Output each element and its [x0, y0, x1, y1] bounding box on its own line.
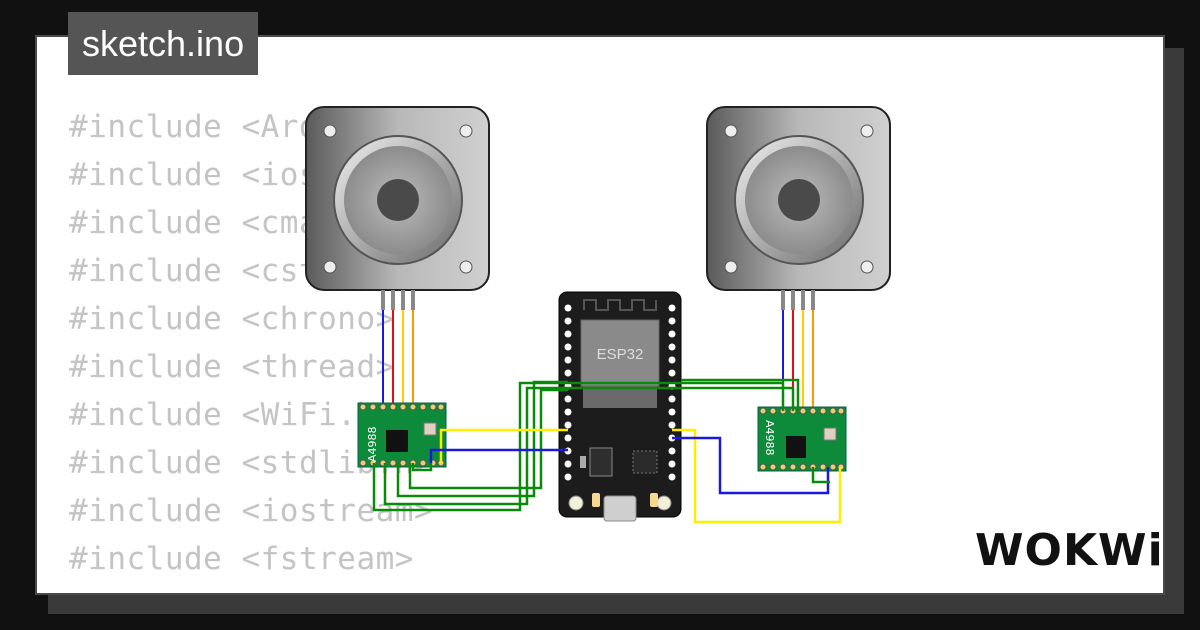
wokwi-logo: WOKWi — [975, 525, 1164, 576]
esp32-right-pins — [668, 304, 676, 481]
stepper-motor-left[interactable] — [305, 106, 490, 310]
stepper-motor-right[interactable] — [706, 106, 891, 310]
esp32-left-pins — [564, 304, 572, 481]
file-tab[interactable]: sketch.ino — [68, 12, 259, 75]
code-line: #include <sstream> — [69, 583, 452, 593]
signal-wires — [372, 378, 842, 524]
driver-left-label: A4988 — [366, 426, 379, 462]
motor-wires — [382, 310, 814, 407]
code-line: #include <thread> — [69, 349, 395, 385]
esp32-label: ESP32 — [597, 346, 644, 363]
driver-right-label: A4988 — [763, 420, 776, 456]
esp32-board[interactable]: ESP32 — [558, 291, 682, 522]
a4988-driver-right[interactable]: A4988 — [757, 406, 847, 472]
code-line: #include <WiFi.h> — [69, 397, 395, 433]
code-line: #include <chrono> — [69, 301, 395, 337]
code-line: #include <iostream> — [69, 493, 434, 529]
code-line: #include <fstream> — [69, 541, 414, 577]
a4988-driver-left[interactable]: A4988 — [357, 402, 447, 468]
